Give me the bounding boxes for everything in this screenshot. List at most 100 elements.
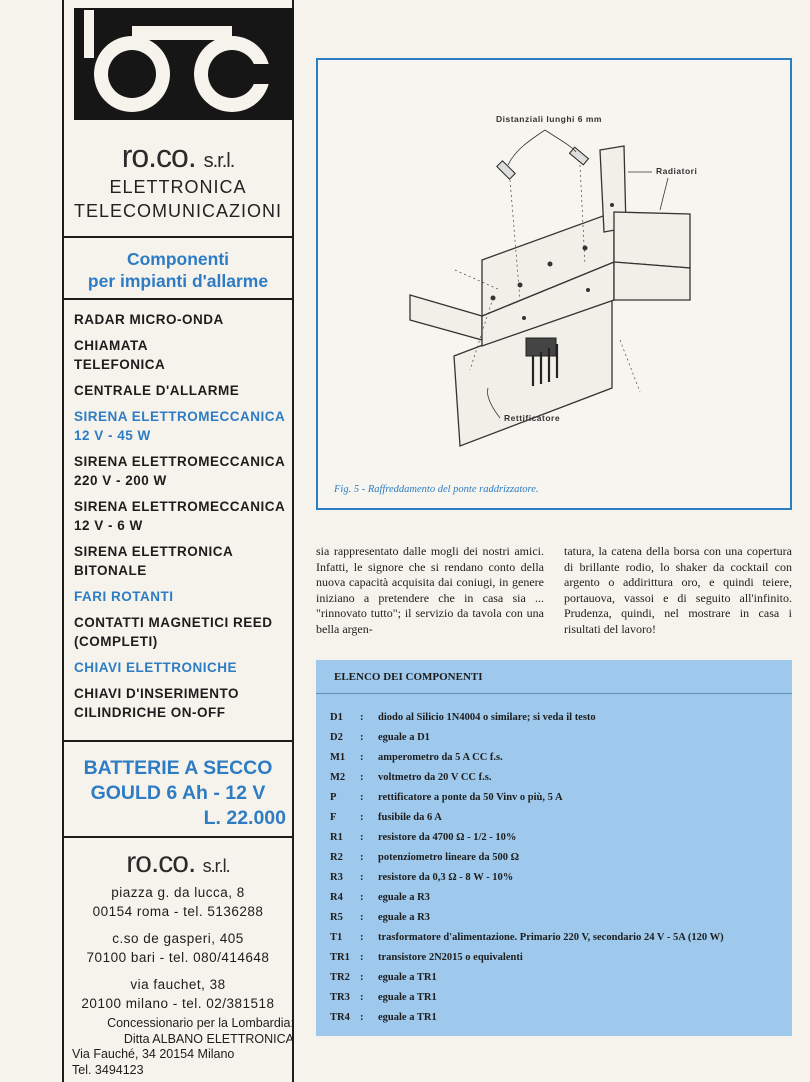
row-code: TR2 bbox=[330, 972, 350, 983]
product-item: SIRENA ELETTROMECCANICA 220 V - 200 W bbox=[74, 454, 285, 488]
row-desc: amperometro da 5 A CC f.s. bbox=[378, 752, 503, 763]
row-code: M1 bbox=[330, 752, 346, 763]
row-desc: eguale a D1 bbox=[378, 732, 430, 743]
table-row: TR2: eguale a TR1 bbox=[330, 968, 437, 987]
roco-logo bbox=[74, 8, 294, 120]
brand-line2: TELECOMUNICAZIONI bbox=[73, 201, 282, 221]
row-separator: : bbox=[360, 812, 364, 823]
table-row: R3: resistore da 0,3 Ω - 8 W - 10% bbox=[330, 868, 513, 887]
row-code: TR3 bbox=[330, 992, 350, 1003]
table-row: D1: diodo al Silicio 1N4004 o similare; s… bbox=[330, 708, 596, 727]
brand-name: ro.co. bbox=[121, 138, 197, 174]
divider bbox=[62, 836, 294, 838]
row-desc: rettificatore a ponte da 50 Vinv o più, … bbox=[378, 792, 563, 803]
dealer-line: Concessionario per la Lombardia: bbox=[107, 1016, 294, 1030]
row-desc: potenziometro lineare da 500 Ω bbox=[378, 852, 520, 863]
row-separator: : bbox=[360, 952, 364, 963]
row-separator: : bbox=[360, 892, 364, 903]
row-separator: : bbox=[360, 932, 364, 943]
row-separator: : bbox=[360, 852, 364, 863]
brand-block: ro.co. s.r.l. ELETTRONICA TELECOMUNICAZI… bbox=[62, 138, 294, 223]
row-desc: eguale a R3 bbox=[378, 912, 430, 923]
figure-caption: Fig. 5 - Raffreddamento del ponte raddri… bbox=[334, 484, 539, 495]
product-item: RADAR MICRO-ONDA bbox=[74, 312, 224, 327]
product-item: CHIAVI D'INSERIMENTO CILINDRICHE ON-OFF bbox=[74, 686, 239, 720]
table-row: TR3: eguale a TR1 bbox=[330, 988, 437, 1007]
battery-line2: GOULD 6 Ah - 12 V bbox=[90, 782, 266, 804]
row-desc: eguale a R3 bbox=[378, 892, 430, 903]
table-row: T1:trasformatore d'alimentazione. Primar… bbox=[330, 928, 724, 947]
table-row: TR1: transistore 2N2015 o equivalenti bbox=[330, 948, 523, 967]
row-code: R2 bbox=[330, 852, 343, 863]
row-desc: eguale a TR1 bbox=[378, 972, 437, 983]
address-line: via fauchet, 38 bbox=[130, 977, 226, 992]
address-line: 20100 milano - tel. 02/381518 bbox=[81, 996, 275, 1011]
row-code: TR1 bbox=[330, 952, 350, 963]
row-desc: eguale a TR1 bbox=[378, 992, 437, 1003]
row-desc: transistore 2N2015 o equivalenti bbox=[378, 952, 523, 963]
product-item: CONTATTI MAGNETICI REED (COMPLETI) bbox=[74, 615, 273, 649]
row-separator: : bbox=[360, 872, 364, 883]
battery-price: L. 22.000 bbox=[203, 807, 286, 829]
row-desc: resistore da 0,3 Ω - 8 W - 10% bbox=[378, 872, 514, 883]
label-rectifier: Rettificatore bbox=[504, 413, 561, 423]
advertisement-panel bbox=[62, 0, 294, 1082]
product-item: FARI ROTANTI bbox=[74, 589, 174, 604]
dealer-info: Concessionario per la Lombardia: Ditta A… bbox=[72, 1016, 294, 1078]
product-item: SIRENA ELETTRONICA BITONALE bbox=[74, 544, 233, 578]
table-row: M1: amperometro da 5 A CC f.s. bbox=[330, 748, 503, 767]
row-separator: : bbox=[360, 832, 364, 843]
label-spacers: Distanziali lunghi 6 mm bbox=[496, 114, 602, 124]
row-code: R3 bbox=[330, 872, 343, 883]
address-line: piazza g. da lucca, 8 bbox=[111, 885, 245, 900]
row-separator: : bbox=[360, 992, 364, 1003]
row-desc: diodo al Silicio 1N4004 o similare; si v… bbox=[378, 712, 596, 723]
divider bbox=[62, 298, 294, 300]
brand-footer-suffix: s.r.l. bbox=[202, 856, 231, 876]
product-item: CHIAMATA TELEFONICA bbox=[74, 338, 166, 372]
product-item: SIRENA ELETTROMECCANICA 12 V - 6 W bbox=[74, 499, 285, 533]
text-column-left: sia rappresentato dalle mogli dei nostri… bbox=[316, 544, 544, 636]
table-row: P:rettificatore a ponte da 50 Vinv o più… bbox=[330, 788, 563, 807]
table-title: ELENCO DEI COMPONENTI bbox=[316, 660, 792, 694]
dealer-line: Via Fauché, 34 20154 Milano bbox=[72, 1047, 235, 1061]
addresses: piazza g. da lucca, 8 00154 roma - tel. … bbox=[62, 883, 294, 1013]
brand-footer-name: ro.co. bbox=[126, 846, 196, 879]
components-heading: Componenti per impianti d'allarme bbox=[62, 248, 294, 292]
row-separator: : bbox=[360, 792, 364, 803]
row-separator: : bbox=[360, 972, 364, 983]
dealer-line: Ditta ALBANO ELETTRONICA bbox=[123, 1031, 294, 1046]
text-column-right: tatura, la catena della borsa con una co… bbox=[564, 544, 792, 636]
row-desc: voltmetro da 20 V CC f.s. bbox=[378, 772, 492, 783]
row-code: M2 bbox=[330, 772, 346, 783]
brand-footer: ro.co. s.r.l. bbox=[62, 846, 294, 880]
row-separator: : bbox=[360, 1012, 364, 1023]
battery-line1: BATTERIE A SECCO bbox=[83, 757, 273, 779]
product-item: CHIAVI ELETTRONICHE bbox=[74, 660, 238, 675]
table-row: R2: potenziometro lineare da 500 Ω bbox=[330, 848, 519, 867]
row-separator: : bbox=[360, 912, 364, 923]
row-desc: fusibile da 6 A bbox=[378, 812, 442, 823]
product-item: SIRENA ELETTROMECCANICA 12 V - 45 W bbox=[74, 409, 285, 443]
row-code: R5 bbox=[330, 912, 343, 923]
row-code: D2 bbox=[330, 732, 343, 743]
row-separator: : bbox=[360, 752, 364, 763]
row-separator: : bbox=[360, 712, 364, 723]
row-desc: eguale a TR1 bbox=[378, 1012, 437, 1023]
address-line: c.so de gasperi, 405 bbox=[112, 931, 244, 946]
components-table: ELENCO DEI COMPONENTI D1: diodo al Silici… bbox=[316, 660, 792, 1036]
row-code: T1 bbox=[330, 932, 343, 943]
brand-suffix: s.r.l. bbox=[203, 150, 236, 172]
table-row: R4:eguale a R3 bbox=[330, 888, 430, 907]
row-code: TR4 bbox=[330, 1012, 350, 1023]
dealer-line: Tel. 3494123 bbox=[72, 1062, 144, 1077]
address-line: 70100 bari - tel. 080/414648 bbox=[86, 950, 270, 965]
components-line1: Componenti bbox=[126, 249, 230, 269]
table-row: F: fusibile da 6 A bbox=[330, 808, 442, 827]
row-separator: : bbox=[360, 772, 364, 783]
row-code: F bbox=[330, 812, 337, 823]
brand-line1: ELETTRONICA bbox=[109, 177, 247, 197]
components-line2: per impianti d'allarme bbox=[87, 271, 269, 291]
product-item: CENTRALE D'ALLARME bbox=[74, 383, 240, 398]
row-code: D1 bbox=[330, 712, 343, 723]
